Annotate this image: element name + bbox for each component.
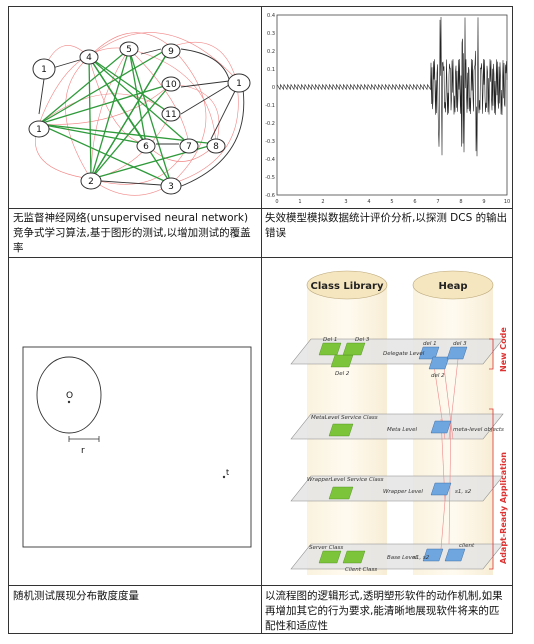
x-tick-label: 8 <box>459 199 462 205</box>
y-tick-label: -0.2 <box>265 121 275 127</box>
x-tick-label: 4 <box>367 199 370 205</box>
y-tick-label: 0.3 <box>267 31 275 37</box>
network-node-label: 7 <box>186 142 192 152</box>
point-label: t <box>226 468 229 477</box>
level-label-wrapper: Wrapper Level <box>383 489 423 495</box>
dispersion-circle <box>36 356 102 434</box>
item-heap-del1: del 1 <box>423 341 437 347</box>
row-divider-2 <box>9 257 512 258</box>
item-heap-del2: del 2 <box>431 373 445 379</box>
item-client-class: Client Class <box>345 567 377 573</box>
item-wrapper-class: WrapperLevel Service Class <box>307 477 384 483</box>
level-label-meta: Meta Level <box>387 427 417 433</box>
item-heap-del3: del 3 <box>453 341 467 347</box>
caption-random-test: 随机测试展现分布散度度量 <box>13 590 139 602</box>
architecture-figure: Class Library Heap <box>263 259 512 584</box>
network-node-label: 11 <box>165 110 176 120</box>
network-node-label: 5 <box>126 45 132 55</box>
neural-network-figure: 1 4 5 9 10 11 6 7 8 1 2 3 1 <box>11 9 259 207</box>
column-divider <box>261 7 262 633</box>
x-tick-label: 10 <box>504 199 510 205</box>
network-node-label: 1 <box>36 125 42 135</box>
level-label-base: Base Level <box>387 555 417 561</box>
item-del3: Del 3 <box>355 337 370 343</box>
caption-failure-model: 失效模型模拟数据统计评价分析,以探测 DCS 的输出错误 <box>265 212 508 239</box>
class-library-title: Class Library <box>311 281 384 292</box>
row-divider-3 <box>9 585 512 586</box>
x-tick-label: 6 <box>413 199 416 205</box>
network-node-label: 1 <box>41 65 47 75</box>
y-tick-label: 0 <box>272 85 275 91</box>
caption-flowchart: 以流程图的逻辑形式,透明塑形软件的动作机制,如果再增加其它的行为要求,能清晰地展… <box>265 590 503 632</box>
network-node-label: 1 <box>236 79 242 89</box>
y-tick-label: -0.1 <box>265 103 275 109</box>
item-del1: Del 1 <box>323 337 337 343</box>
signal-plot-figure: 0.4 0.3 0.2 0.1 0 -0.1 -0.2 -0.3 -0.4 -0.5 -0.6 0 1… <box>263 9 512 207</box>
network-node-label: 2 <box>88 177 94 187</box>
network-node-label: 3 <box>168 182 174 192</box>
level-label-delegate: Delegate Level <box>383 351 425 357</box>
caption-neural-network: 无监督神经网络(unsupervised neural network) 竞争式… <box>13 212 251 254</box>
item-heap-s1s2: s1, s2 <box>455 489 472 495</box>
network-node-label: 8 <box>213 142 219 152</box>
row-divider-1 <box>9 208 512 209</box>
item-meta-objects: meta-level objects <box>453 427 504 433</box>
y-tick-label: -0.4 <box>265 157 275 163</box>
network-node-label: 10 <box>165 80 177 90</box>
center-label: O <box>66 391 73 401</box>
signal-trace <box>276 16 508 157</box>
y-tick-label: 0.1 <box>267 67 275 73</box>
item-client: client <box>459 543 475 549</box>
new-code-label: New Code <box>499 327 508 372</box>
item-del2: Del 2 <box>335 371 350 377</box>
x-tick-label: 0 <box>275 199 278 205</box>
radius-label: r <box>81 446 85 456</box>
y-tick-label: -0.5 <box>265 175 275 181</box>
x-tick-label: 7 <box>436 199 439 205</box>
x-tick-label: 2 <box>321 199 324 205</box>
adapt-ready-label: Adapt-Ready Application <box>499 452 508 564</box>
y-tick-label: -0.6 <box>265 193 275 199</box>
x-tick-label: 3 <box>344 199 347 205</box>
item-server-class: Server Class <box>309 545 343 551</box>
x-tick-label: 5 <box>390 199 393 205</box>
dispersion-figure: O r t <box>11 259 259 584</box>
item-meta-class: MetaLevel Service Class <box>311 415 378 421</box>
heap-title: Heap <box>438 281 467 292</box>
y-tick-label: 0.2 <box>267 49 275 55</box>
y-tick-label: -0.3 <box>265 139 275 145</box>
network-node-label: 9 <box>168 47 174 57</box>
x-tick-label: 9 <box>482 199 485 205</box>
network-node-label: 4 <box>86 53 92 63</box>
y-tick-label: 0.4 <box>267 13 275 19</box>
network-node-label: 6 <box>143 142 149 152</box>
x-tick-label: 1 <box>298 199 301 205</box>
item-base-s1s2: s1, s2 <box>413 555 430 561</box>
